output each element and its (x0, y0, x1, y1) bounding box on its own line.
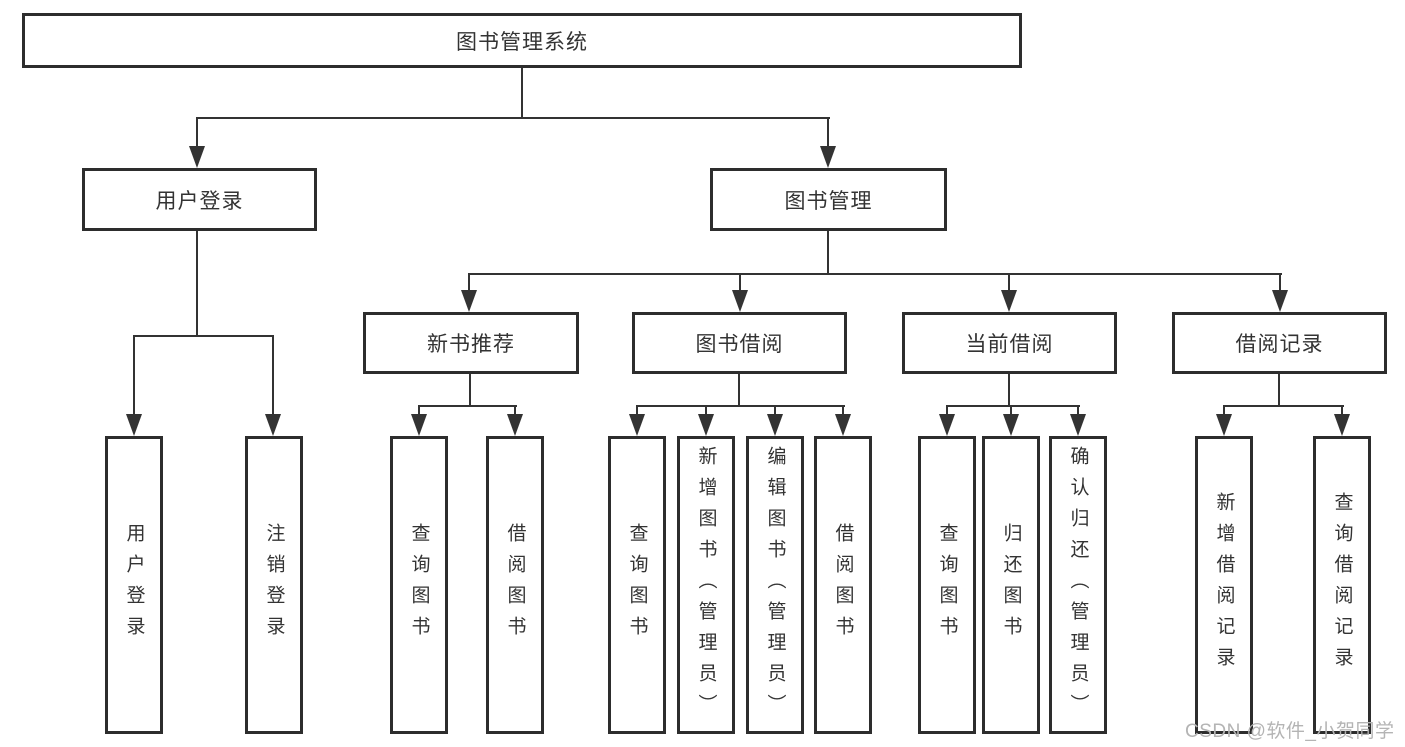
leaf-logout: 注销登录 (245, 436, 303, 734)
node-label: 新增图书（管理员） (695, 445, 717, 725)
leaf-confirm-return-admin: 确认归还（管理员） (1049, 436, 1107, 734)
edge-stem (739, 273, 741, 293)
node-new-book-recommend: 新书推荐 (363, 312, 579, 374)
arrow-down-icon (1070, 414, 1086, 436)
node-label: 查询图书 (936, 523, 958, 647)
edge-level3-rail (468, 273, 1282, 275)
node-label: 图书管理系统 (456, 30, 588, 54)
leaf-edit-book-admin: 编辑图书（管理员） (746, 436, 804, 734)
edge-drop (1278, 373, 1280, 407)
leaf-borrow-book-2: 借阅图书 (814, 436, 872, 734)
arrow-down-icon (411, 414, 427, 436)
edge-userlogin-rail (133, 335, 274, 337)
edge-drop (1008, 373, 1010, 407)
arrow-down-icon (1003, 414, 1019, 436)
edge-bookmgmt-drop (827, 231, 829, 275)
edge-stem (1223, 405, 1225, 417)
node-user-login: 用户登录 (82, 168, 317, 231)
edge-stem-book-mgmt (827, 117, 829, 149)
edge-stem (272, 335, 274, 417)
node-book-borrow: 图书借阅 (632, 312, 847, 374)
node-root-system: 图书管理系统 (22, 13, 1022, 68)
arrow-down-icon (1334, 414, 1350, 436)
edge-rail (418, 405, 517, 407)
edge-userlogin-drop (196, 231, 198, 337)
leaf-query-borrow-record: 查询借阅记录 (1313, 436, 1371, 734)
arrow-down-icon (126, 414, 142, 436)
node-label: 当前借阅 (965, 333, 1054, 356)
edge-stem (133, 335, 135, 417)
arrow-down-icon (767, 414, 783, 436)
node-book-management: 图书管理 (710, 168, 947, 231)
leaf-borrow-book-1: 借阅图书 (486, 436, 544, 734)
leaf-query-book-3: 查询图书 (918, 436, 976, 734)
node-label: 归还图书 (1000, 523, 1022, 647)
arrow-down-icon (629, 414, 645, 436)
edge-root-drop (521, 68, 523, 119)
node-label: 查询图书 (626, 523, 648, 647)
arrow-down-icon (835, 414, 851, 436)
leaf-query-book-1: 查询图书 (390, 436, 448, 734)
edge-stem (1077, 405, 1079, 417)
edge-drop (738, 373, 740, 407)
node-label: 图书借阅 (695, 333, 784, 356)
arrow-down-icon (732, 290, 748, 312)
arrow-down-icon (1001, 290, 1017, 312)
edge-stem (1279, 273, 1281, 293)
arrow-down-icon (461, 290, 477, 312)
node-label: 用户登录 (155, 189, 244, 213)
edge-drop (469, 373, 471, 407)
node-label: 查询借阅记录 (1331, 492, 1353, 678)
node-label: 新书推荐 (427, 333, 515, 356)
edge-rail (946, 405, 1080, 407)
node-label: 用户登录 (123, 523, 145, 647)
arrow-down-icon (1216, 414, 1232, 436)
leaf-add-borrow-record: 新增借阅记录 (1195, 436, 1253, 734)
edge-stem (418, 405, 420, 417)
node-label: 查询图书 (408, 523, 430, 647)
edge-stem-user-login (196, 117, 198, 149)
node-label: 借阅图书 (504, 523, 526, 647)
node-label: 新增借阅记录 (1213, 492, 1235, 678)
arrow-down-icon (820, 146, 836, 168)
arrow-down-icon (507, 414, 523, 436)
arrow-down-icon (1272, 290, 1288, 312)
leaf-add-book-admin: 新增图书（管理员） (677, 436, 735, 734)
node-label: 图书管理 (784, 189, 873, 213)
edge-stem (1010, 405, 1012, 417)
node-current-borrow: 当前借阅 (902, 312, 1117, 374)
arrow-down-icon (698, 414, 714, 436)
arrow-down-icon (189, 146, 205, 168)
node-label: 编辑图书（管理员） (764, 445, 786, 725)
node-borrow-record: 借阅记录 (1172, 312, 1387, 374)
arrow-down-icon (265, 414, 281, 436)
leaf-return-book: 归还图书 (982, 436, 1040, 734)
edge-stem (946, 405, 948, 417)
arrow-down-icon (939, 414, 955, 436)
node-label: 借阅图书 (832, 523, 854, 647)
edge-stem (842, 405, 844, 417)
edge-level2-rail (196, 117, 830, 119)
node-label: 确认归还（管理员） (1067, 445, 1089, 725)
edge-rail (1223, 405, 1344, 407)
edge-stem (514, 405, 516, 417)
edge-stem (1008, 273, 1010, 293)
edge-rail (636, 405, 845, 407)
edge-stem (1341, 405, 1343, 417)
edge-stem (705, 405, 707, 417)
leaf-user-login: 用户登录 (105, 436, 163, 734)
leaf-query-book-2: 查询图书 (608, 436, 666, 734)
edge-stem (468, 273, 470, 293)
edge-stem (774, 405, 776, 417)
node-label: 借阅记录 (1235, 333, 1324, 356)
edge-stem (636, 405, 638, 417)
csdn-watermark: CSDN @软件_小贺同学 (1185, 721, 1395, 742)
node-label: 注销登录 (263, 523, 285, 647)
